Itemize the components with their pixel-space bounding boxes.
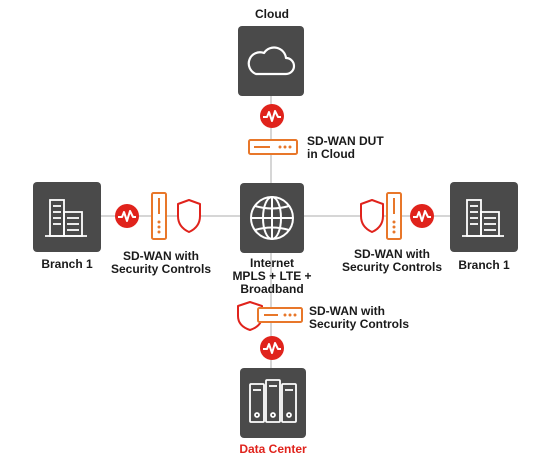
cloud-dut-label-line2: in Cloud [307,147,355,161]
shield-icon [177,199,201,233]
sdwan-left-label-line1: SD-WAN with [123,249,199,263]
sdwan-bottom-label-line2: Security Controls [309,317,410,331]
sdwan-right-label-line1: SD-WAN with [354,247,430,261]
servers-icon [249,379,297,423]
sdwan-bottom-label: SD-WAN with Security Controls [309,305,409,331]
shield-icon [360,199,384,233]
internet-label-line2: MPLS + LTE + [232,269,312,283]
traffic-pulse-icon [410,204,434,228]
sdwan-left-label-line2: Security Controls [110,262,212,276]
branch-left-label: Branch 1 [41,257,93,271]
branch-left-node[interactable] [33,182,101,252]
sdwan-bottom-label-line1: SD-WAN with [309,304,385,318]
sdwan-appliance-icon[interactable] [386,192,402,240]
building-icon [462,199,504,237]
branch-right-label: Branch 1 [458,258,510,272]
sdwan-appliance-icon[interactable] [248,139,298,155]
sdwan-right-label-line2: Security Controls [341,260,443,274]
internet-label: Internet MPLS + LTE + Broadband [224,257,320,296]
sdwan-right-label: SD-WAN with Security Controls [334,248,450,274]
data-center-node[interactable] [240,368,306,438]
traffic-pulse-icon [115,204,139,228]
cloud-dut-label-line1: SD-WAN DUT [307,134,384,148]
cloud-dut-label: SD-WAN DUT in Cloud [307,135,384,161]
sdwan-left-label: SD-WAN with Security Controls [103,250,219,276]
branch-right-node[interactable] [450,182,518,252]
internet-label-line3: Broadband [240,282,304,296]
internet-label-line1: Internet [249,256,294,270]
building-icon [45,199,87,237]
globe-icon [250,196,294,240]
cloud-node[interactable] [238,26,304,96]
sdwan-appliance-icon[interactable] [151,192,167,240]
internet-node[interactable] [240,183,304,253]
cloud-label: Cloud [255,7,289,21]
traffic-pulse-icon [260,104,284,128]
data-center-label: Data Center [239,442,307,456]
cloud-icon [247,46,296,76]
traffic-pulse-icon [260,336,284,360]
sdwan-appliance-icon[interactable] [257,307,303,323]
